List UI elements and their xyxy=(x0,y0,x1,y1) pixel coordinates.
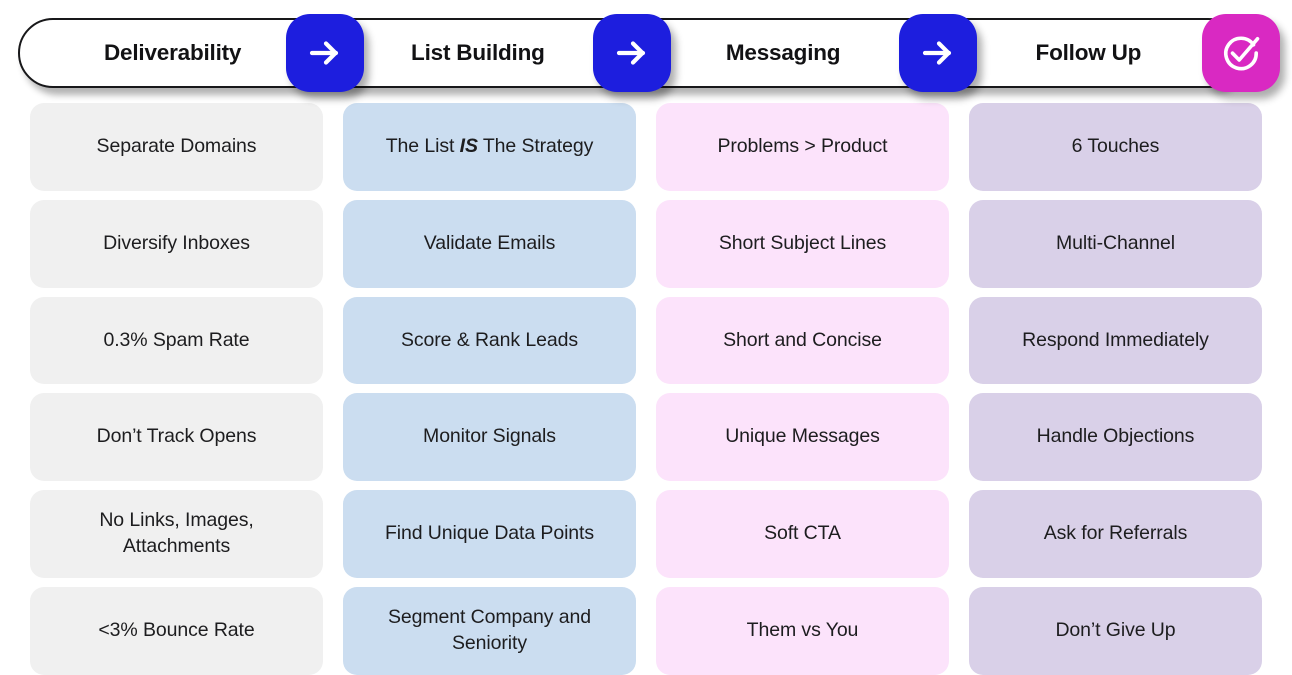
card-label-emphasis: IS xyxy=(459,134,478,157)
stage-messaging[interactable]: Messaging xyxy=(631,20,936,86)
card-label: Multi-Channel xyxy=(1055,231,1175,254)
card-label: Unique Messages xyxy=(725,425,880,448)
column-deliverability: Separate Domains Diversify Inboxes 0.3% … xyxy=(30,103,323,675)
card-label: Find Unique Data Points xyxy=(384,522,595,545)
card-item[interactable]: <3% Bounce Rate xyxy=(30,587,323,675)
card-item[interactable]: Multi-Channel xyxy=(969,199,1262,288)
card-label: Don’t Give Up xyxy=(1055,619,1176,642)
card-item[interactable]: Segment Company and Seniority xyxy=(343,587,636,675)
card-label: Segment Company and Seniority xyxy=(388,606,591,655)
card-label: The List IS The Strategy xyxy=(386,134,594,160)
card-item[interactable]: Diversify Inboxes xyxy=(30,199,323,288)
card-item[interactable]: Soft CTA xyxy=(656,490,949,579)
stage-label: Deliverability xyxy=(103,40,242,65)
stage-deliverability[interactable]: Deliverability xyxy=(20,20,325,86)
card-label: No Links, Images, Attachments xyxy=(99,509,254,558)
card-item[interactable]: Problems > Product xyxy=(656,103,949,191)
arrow-right-icon-2 xyxy=(593,14,671,92)
card-label: Score & Rank Leads xyxy=(400,328,579,351)
stage-label: Messaging xyxy=(725,40,841,65)
card-item[interactable]: Separate Domains xyxy=(30,103,323,191)
column-list-building: The List IS The Strategy Validate Emails… xyxy=(343,103,636,675)
card-item[interactable]: No Links, Images, Attachments xyxy=(30,490,323,579)
column-follow-up: 6 Touches Multi-Channel Respond Immediat… xyxy=(969,103,1262,675)
card-label: Ask for Referrals xyxy=(1043,522,1188,545)
card-item[interactable]: Handle Objections xyxy=(969,393,1262,482)
card-label: Them vs You xyxy=(746,619,859,642)
check-circle-icon xyxy=(1202,14,1280,92)
card-label: Respond Immediately xyxy=(1022,328,1209,351)
card-label: Validate Emails xyxy=(423,231,556,254)
card-label: 0.3% Spam Rate xyxy=(103,328,250,351)
card-label: Don’t Track Opens xyxy=(96,425,257,448)
card-label: Monitor Signals xyxy=(423,425,556,448)
card-item[interactable]: Monitor Signals xyxy=(343,393,636,482)
card-grid: Separate Domains Diversify Inboxes 0.3% … xyxy=(0,103,1292,675)
card-item[interactable]: 0.3% Spam Rate xyxy=(30,296,323,385)
card-label: Separate Domains xyxy=(96,134,257,157)
arrow-right-icon-1 xyxy=(286,14,364,92)
card-item[interactable]: Short Subject Lines xyxy=(656,199,949,288)
card-item[interactable]: Don’t Track Opens xyxy=(30,393,323,482)
card-item[interactable]: The List IS The Strategy xyxy=(343,103,636,191)
card-label: Short and Concise xyxy=(723,328,882,351)
card-item[interactable]: Score & Rank Leads xyxy=(343,296,636,385)
stage-label: Follow Up xyxy=(1035,40,1142,65)
card-item[interactable]: 6 Touches xyxy=(969,103,1262,191)
card-label: Soft CTA xyxy=(764,522,841,545)
card-item[interactable]: Validate Emails xyxy=(343,199,636,288)
card-label: Short Subject Lines xyxy=(718,231,887,254)
stage-list-building[interactable]: List Building xyxy=(325,20,630,86)
card-item[interactable]: Find Unique Data Points xyxy=(343,490,636,579)
stage-follow-up[interactable]: Follow Up xyxy=(936,20,1241,86)
arrow-right-icon-3 xyxy=(899,14,977,92)
card-label: 6 Touches xyxy=(1071,134,1160,157)
card-label: Diversify Inboxes xyxy=(103,231,250,254)
card-label: Handle Objections xyxy=(1036,425,1195,448)
card-item[interactable]: Respond Immediately xyxy=(969,296,1262,385)
card-label: Problems > Product xyxy=(717,134,888,157)
card-label-before: The List xyxy=(385,134,460,157)
card-label: <3% Bounce Rate xyxy=(98,619,255,642)
card-item[interactable]: Unique Messages xyxy=(656,393,949,482)
card-item[interactable]: Them vs You xyxy=(656,587,949,675)
card-item[interactable]: Don’t Give Up xyxy=(969,587,1262,675)
card-item[interactable]: Short and Concise xyxy=(656,296,949,385)
card-item[interactable]: Ask for Referrals xyxy=(969,490,1262,579)
card-label-after: The Strategy xyxy=(477,134,594,157)
column-messaging: Problems > Product Short Subject Lines S… xyxy=(656,103,949,675)
stage-label: List Building xyxy=(411,40,545,65)
